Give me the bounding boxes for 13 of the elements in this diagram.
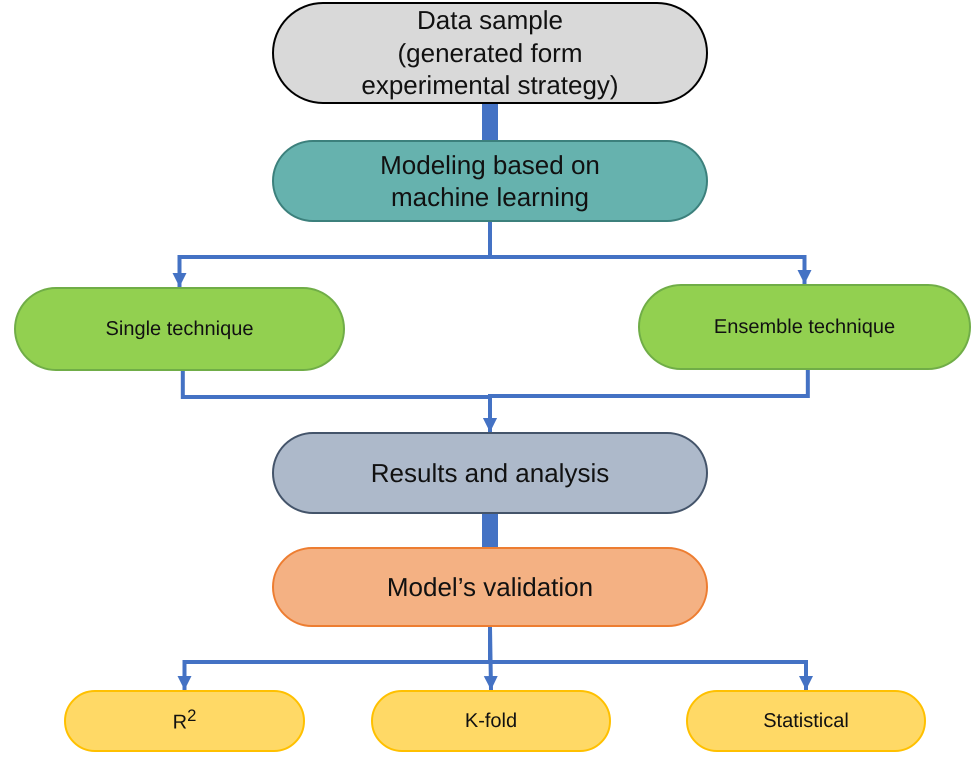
node-label: Statistical [763,708,849,734]
node-label: Modeling based on machine learning [379,148,601,214]
node-label: Data sample (generated form experimental strategy) [360,4,620,102]
arrow [482,104,498,140]
node-label: R$^{2}$ [172,706,196,736]
node-label: Ensemble technique [714,314,896,340]
arrow [482,514,498,547]
arrow [488,627,813,690]
node-label: Results and analysis [370,456,610,490]
node-label: Model’s validation [386,570,594,604]
arrow [488,222,812,284]
node-label: K-fold [464,708,518,734]
node-label: Single technique [106,316,254,342]
